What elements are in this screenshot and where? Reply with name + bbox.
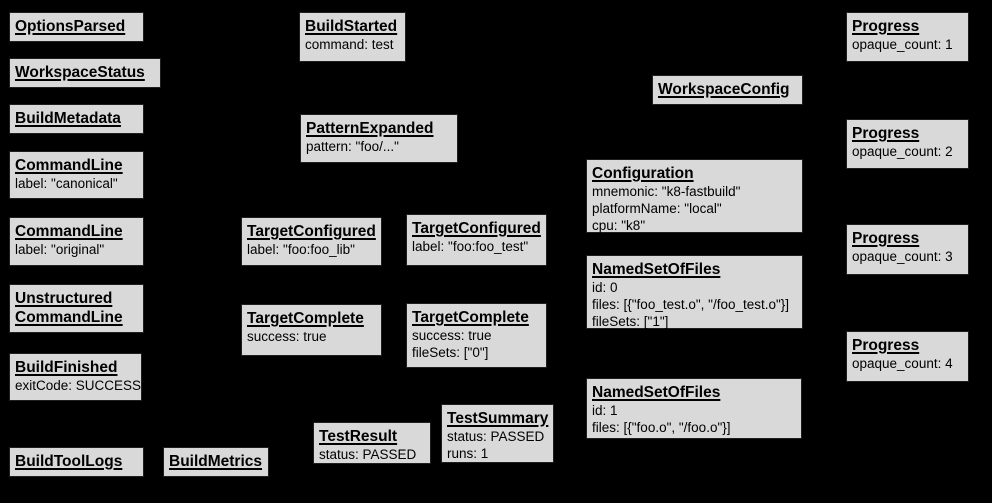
node-title: BuildMetadata: [15, 110, 121, 127]
node-title: BuildFinished: [15, 359, 118, 376]
node-title: Configuration: [592, 165, 694, 182]
node-build-tool-logs: BuildToolLogs: [9, 447, 144, 477]
node-progress-3: Progress opaque_count: 3: [846, 224, 969, 275]
node-field: success: true: [412, 328, 492, 343]
node-target-complete-test: TargetComplete success: true fileSets: […: [406, 303, 547, 368]
node-named-set-of-files-1: NamedSetOfFiles id: 1 files: [{"foo.o", …: [586, 378, 802, 439]
node-target-complete-lib: TargetComplete success: true: [241, 304, 382, 356]
node-title: OptionsParsed: [15, 18, 126, 35]
node-title: NamedSetOfFiles: [592, 261, 721, 278]
node-field: files: [{"foo_test.o", "/foo_test.o"}]: [592, 297, 790, 312]
node-workspace-config: WorkspaceConfig: [652, 75, 803, 105]
node-target-configured-lib: TargetConfigured label: "foo:foo_lib": [241, 217, 382, 266]
node-progress-2: Progress opaque_count: 2: [846, 119, 969, 169]
node-field: platformName: "local": [592, 201, 722, 216]
node-title: Unstructured CommandLine: [15, 290, 123, 326]
node-title: NamedSetOfFiles: [592, 384, 721, 401]
node-field: id: 0: [592, 280, 618, 295]
node-field: runs: 1: [447, 446, 489, 461]
node-title: Progress: [852, 18, 920, 35]
node-command-line-canonical: CommandLine label: "canonical": [9, 151, 144, 199]
node-field: exitCode: SUCCESS: [15, 378, 142, 393]
node-title: TestResult: [319, 428, 398, 445]
node-field: status: PASSED: [319, 447, 417, 462]
node-title: BuildStarted: [305, 18, 398, 35]
node-options-parsed: OptionsParsed: [9, 12, 144, 42]
node-named-set-of-files-0: NamedSetOfFiles id: 0 files: [{"foo_test…: [586, 255, 803, 329]
node-title: Progress: [852, 230, 920, 247]
node-field: cpu: "k8": [592, 218, 646, 233]
node-field: status: PASSED: [447, 429, 545, 444]
node-build-started: BuildStarted command: test: [299, 12, 406, 62]
node-build-metadata: BuildMetadata: [9, 104, 144, 134]
node-target-configured-test: TargetConfigured label: "foo:foo_test": [406, 214, 547, 266]
node-field: mnemonic: "k8-fastbuild": [592, 184, 741, 199]
node-field: fileSets: ["0"]: [412, 345, 489, 360]
node-field: id: 1: [592, 403, 618, 418]
node-field: files: [{"foo.o", "/foo.o"}]: [592, 420, 731, 435]
node-field: opaque_count: 1: [852, 37, 953, 52]
node-field: opaque_count: 2: [852, 144, 953, 159]
node-field: opaque_count: 3: [852, 249, 953, 264]
node-title: TestSummary: [447, 410, 549, 427]
node-title: CommandLine: [15, 223, 123, 240]
node-title: WorkspaceConfig: [658, 81, 790, 98]
node-configuration: Configuration mnemonic: "k8-fastbuild" p…: [586, 159, 803, 233]
node-field: label: "canonical": [15, 176, 118, 191]
node-field: success: true: [247, 329, 327, 344]
node-title: Progress: [852, 125, 920, 142]
node-field: pattern: "foo/...": [306, 139, 399, 154]
node-field: fileSets: ["1"]: [592, 314, 669, 329]
node-title: TargetConfigured: [412, 220, 541, 237]
node-title: TargetConfigured: [247, 223, 376, 240]
node-command-line-original: CommandLine label: "original": [9, 217, 144, 266]
node-build-finished: BuildFinished exitCode: SUCCESS: [9, 353, 142, 401]
node-progress-1: Progress opaque_count: 1: [846, 12, 969, 62]
node-title: BuildMetrics: [169, 453, 263, 470]
node-title: TargetComplete: [247, 310, 364, 327]
node-unstructured-command-line: Unstructured CommandLine: [9, 284, 144, 333]
node-build-metrics: BuildMetrics: [163, 447, 269, 477]
node-test-result: TestResult status: PASSED: [313, 422, 431, 464]
node-field: command: test: [305, 37, 394, 52]
node-title: CommandLine: [15, 157, 123, 174]
node-title: BuildToolLogs: [15, 453, 123, 470]
node-field: label: "original": [15, 242, 105, 257]
node-title: Progress: [852, 337, 920, 354]
node-title: PatternExpanded: [306, 120, 434, 137]
node-pattern-expanded: PatternExpanded pattern: "foo/...": [300, 114, 458, 163]
node-test-summary: TestSummary status: PASSED runs: 1: [441, 404, 554, 463]
node-title: WorkspaceStatus: [15, 64, 145, 81]
node-field: label: "foo:foo_lib": [247, 242, 355, 257]
node-progress-4: Progress opaque_count: 4: [846, 331, 969, 382]
node-field: label: "foo:foo_test": [412, 239, 529, 254]
node-title: TargetComplete: [412, 309, 529, 326]
node-field: opaque_count: 4: [852, 356, 953, 371]
node-workspace-status: WorkspaceStatus: [9, 58, 161, 88]
